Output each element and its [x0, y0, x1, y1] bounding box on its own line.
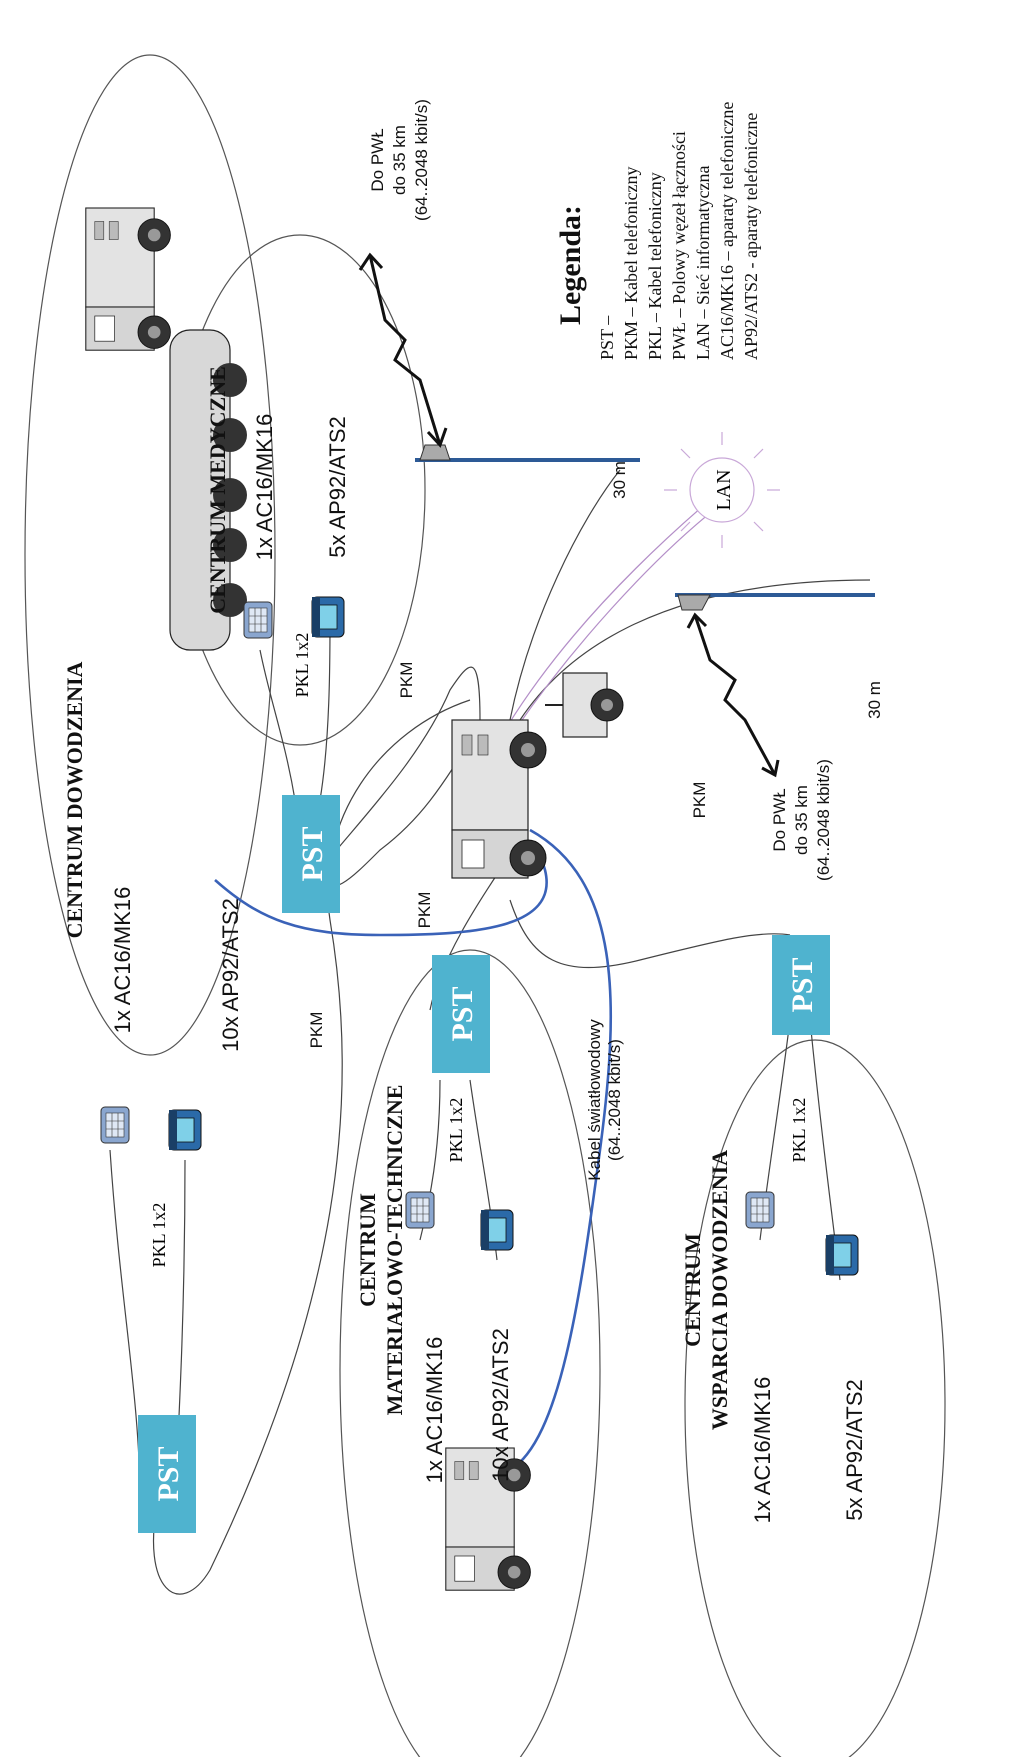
pst-wsparcia: PST — [772, 935, 830, 1035]
phone-ac16-medyczne — [243, 601, 273, 639]
mast-height-lower: 30 m — [865, 681, 884, 719]
title-wsparcia-line1: CENTRUM — [680, 1233, 705, 1347]
mast-upper — [415, 444, 640, 462]
svg-text:PST: PST — [786, 957, 819, 1012]
phone-ac16-dowodzenia — [100, 1106, 130, 1144]
vehicle-main-truck — [451, 719, 547, 879]
cluster-dowodzenia — [24, 54, 276, 1056]
phone-ap92-dowodzenia — [168, 1109, 202, 1151]
legend-item-2: PKL – Kabel telefoniczny — [645, 172, 665, 360]
legend-item-6: AP92/ATS2 - aparaty telefoniczne — [741, 113, 761, 360]
cluster-wsparcia — [684, 1039, 946, 1762]
title-materialowo-line2: MATERIAŁOWO-TECHNICZNE — [382, 1085, 407, 1416]
mast-lower — [675, 593, 875, 611]
vehicle-cd-apc — [169, 329, 247, 651]
lan-wires — [504, 499, 721, 731]
radio-arrow-lower — [686, 612, 780, 778]
vehicle-trailer — [544, 672, 624, 738]
pkm-label-4: PKM — [690, 782, 709, 819]
legend-item-5: AC16/MK16 – aparaty telefoniczne — [717, 102, 737, 360]
mast-height-upper: 30 m — [610, 461, 629, 499]
svg-text:PST: PST — [296, 826, 329, 881]
pkm-wires — [153, 469, 871, 1595]
pkl-materialowo: PKL 1x2 — [446, 1098, 466, 1163]
title-dowodzenia: CENTRUM DOWODZENIA — [62, 661, 87, 938]
title-wsparcia-line2: WSPARCIA DOWODZENIA — [707, 1150, 732, 1430]
fiber-label-line1: Kabel światłowodowy — [585, 1019, 604, 1181]
pkl-medyczne: PKL 1x2 — [292, 633, 312, 698]
radio-arrow-upper — [358, 252, 448, 448]
title-materialowo-line1: CENTRUM — [355, 1193, 380, 1307]
svg-text:PST: PST — [152, 1446, 185, 1501]
pst-materialowo: PST — [432, 955, 490, 1073]
phone-ap92-wsparcia — [825, 1234, 859, 1276]
radio-lower-line3: (64..2048 kbit/s) — [814, 759, 833, 881]
lan-label: LAN — [713, 469, 735, 510]
pkm-label-2: PKM — [397, 662, 416, 699]
phone-ac16-wsparcia — [745, 1191, 775, 1229]
pkm-label-1: PKM — [307, 1012, 326, 1049]
legend-item-0: PST – — [597, 315, 617, 360]
phone2-medyczne: 5x AP92/ATS2 — [325, 416, 350, 557]
phone2-materialowo: 10x AP92/ATS2 — [488, 1328, 513, 1482]
phone1-materialowo: 1x AC16/MK16 — [422, 1337, 447, 1484]
radio-upper-line2: do 35 km — [390, 125, 409, 195]
radio-upper-line1: Do PWŁ — [368, 128, 387, 191]
fiber-label-line2: (64..2048 kbit/s) — [605, 1039, 624, 1161]
pkl-wsparcia: PKL 1x2 — [789, 1098, 809, 1163]
cluster-materialowo — [339, 949, 601, 1762]
legend-item-3: PWŁ – Polowy węzeł łączności — [669, 131, 689, 360]
legend: Legenda: PST – PKM – Kabel telefoniczny … — [554, 102, 761, 360]
phone-ap92-medyczne — [311, 596, 345, 638]
phone-ac16-materialowo — [405, 1191, 435, 1229]
pkl-dowodzenia: PKL 1x2 — [149, 1203, 169, 1268]
lan-cloud: LAN — [664, 432, 780, 548]
pkm-label-3: PKM — [415, 892, 434, 929]
legend-item-1: PKM – Kabel telefoniczny — [621, 167, 641, 360]
fiber-cables — [214, 828, 613, 1472]
radio-lower-line2: do 35 km — [792, 785, 811, 855]
phone1-medyczne: 1x AC16/MK16 — [252, 414, 277, 561]
phone2-dowodzenia: 10x AP92/ATS2 — [218, 898, 243, 1052]
legend-item-4: LAN – Sieć informatyczna — [693, 166, 713, 360]
legend-title: Legenda: — [554, 205, 587, 325]
vehicle-cd-truck — [85, 207, 171, 351]
pst-dowodzenia: PST — [138, 1415, 196, 1533]
svg-text:PST: PST — [446, 986, 479, 1041]
radio-lower-line1: Do PWŁ — [770, 788, 789, 851]
radio-upper-line3: (64..2048 kbit/s) — [412, 99, 431, 221]
title-medyczne: CENTRUM MEDYCZNE — [205, 366, 230, 614]
phone-ap92-materialowo — [480, 1209, 514, 1251]
pst-medyczne: PST — [282, 795, 340, 913]
phone2-wsparcia: 5x AP92/ATS2 — [842, 1379, 867, 1520]
phone1-wsparcia: 1x AC16/MK16 — [750, 1377, 775, 1524]
phone1-dowodzenia: 1x AC16/MK16 — [110, 887, 135, 1034]
